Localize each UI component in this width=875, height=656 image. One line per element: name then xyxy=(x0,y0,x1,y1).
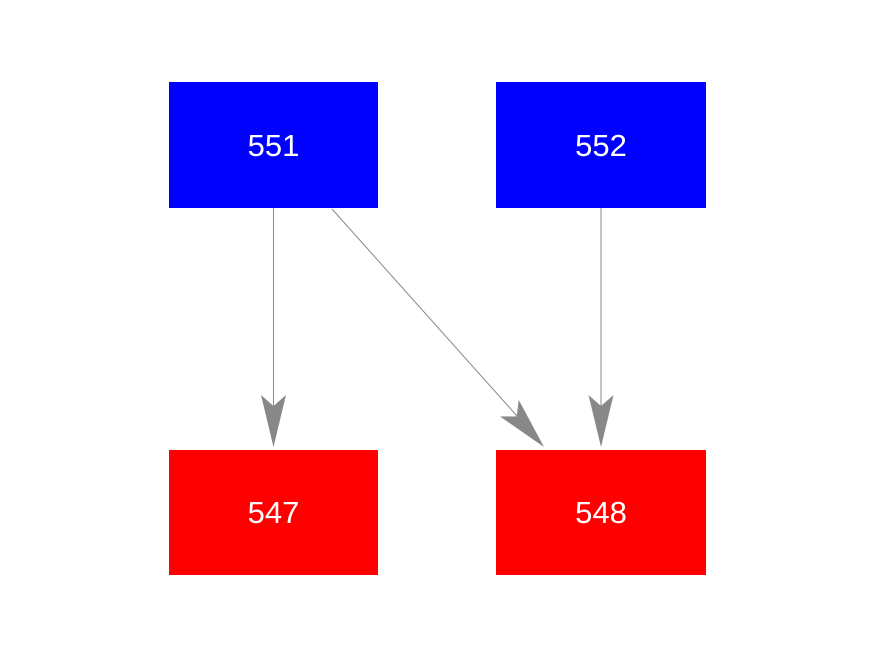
node-548: 548 xyxy=(496,450,706,575)
edge-line xyxy=(331,208,518,417)
edge-551-547 xyxy=(261,208,286,447)
edge-552-548 xyxy=(588,208,614,447)
arrowhead-552-548 xyxy=(588,395,614,447)
arrowhead-551-547 xyxy=(261,395,286,447)
node-label: 551 xyxy=(247,127,300,163)
edge-551-548 xyxy=(331,208,544,447)
node-551: 551 xyxy=(169,82,378,208)
node-label: 552 xyxy=(575,127,627,163)
node-552: 552 xyxy=(496,82,706,208)
node-label: 547 xyxy=(247,495,300,530)
arrowhead-551-548 xyxy=(500,399,544,447)
node-547: 547 xyxy=(169,450,378,575)
node-label: 548 xyxy=(575,495,627,530)
